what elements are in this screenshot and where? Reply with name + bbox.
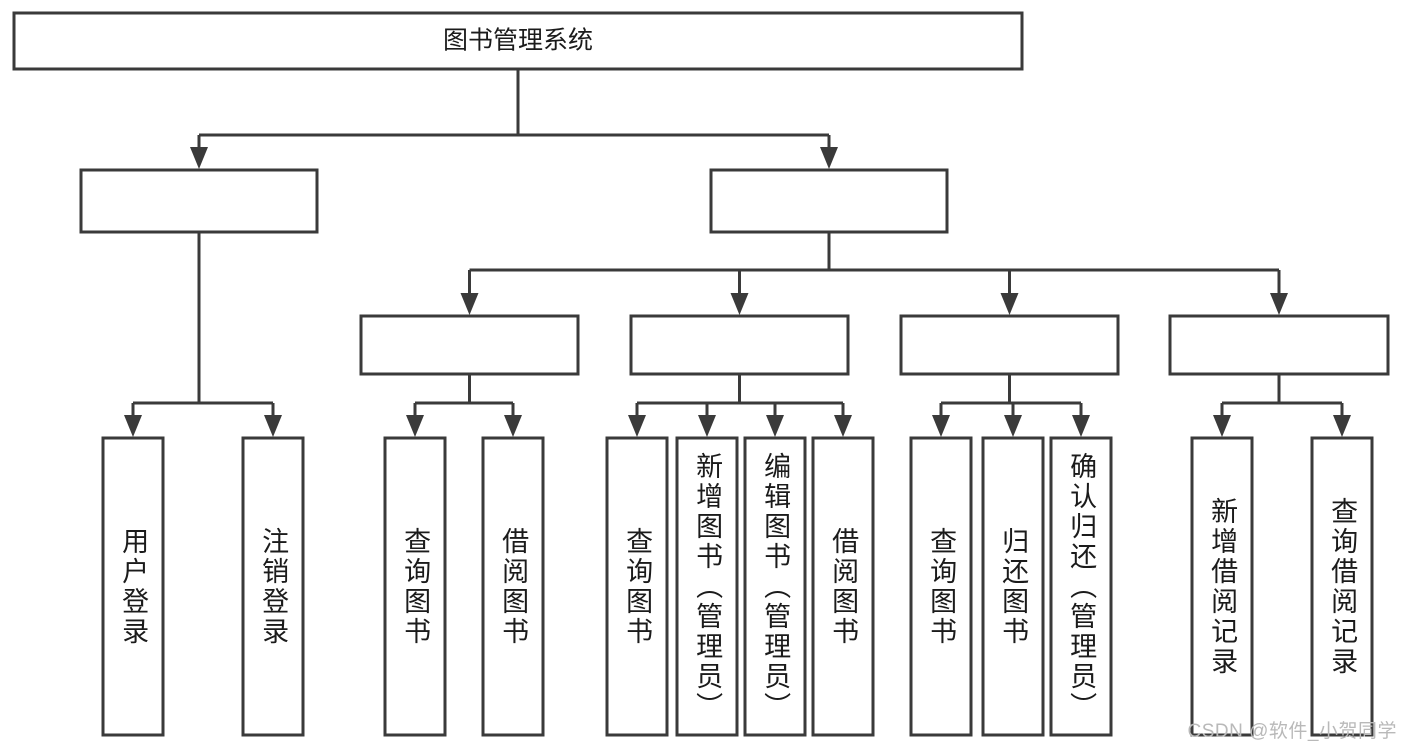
- leaf-box-leaf-borrow-book[interactable]: [811, 436, 875, 737]
- arrow-head-icon-book-borrow: [730, 293, 749, 315]
- arrow-head-icon-leaf-query-book-borrow: [628, 415, 646, 437]
- arrow-head-icon-leaf-query-book-recommend: [406, 415, 424, 437]
- node-box-book-manage[interactable]: [709, 168, 949, 234]
- arrow-head-icon-leaf-borrow-book-recommend: [504, 415, 522, 437]
- arrow-head-icon-leaf-add-borrow-record: [1213, 415, 1231, 437]
- leaf-box-leaf-return-book[interactable]: [981, 436, 1045, 737]
- leaf-box-leaf-query-book-recommend[interactable]: [383, 436, 447, 737]
- node-box-root[interactable]: [12, 11, 1024, 71]
- leaf-box-leaf-logout-login[interactable]: [241, 436, 305, 737]
- node-box-new-book-recommend[interactable]: [359, 314, 580, 376]
- arrow-head-icon-book-manage: [820, 147, 838, 169]
- arrow-head-icon-leaf-query-book-current: [932, 415, 950, 437]
- arrow-head-icon-user-login: [190, 147, 208, 169]
- arrow-head-icon-borrow-record: [1270, 293, 1288, 315]
- arrow-head-icon-leaf-user-login: [124, 415, 142, 437]
- box-label-layer: 图书管理系统: [443, 27, 593, 55]
- node-box-user-login[interactable]: [79, 168, 319, 234]
- arrow-head-icon-current-borrow: [1000, 293, 1019, 315]
- leaf-box-leaf-query-book-borrow[interactable]: [605, 436, 669, 737]
- leaf-box-leaf-confirm-return-admin[interactable]: [1049, 436, 1113, 737]
- node-box-borrow-record[interactable]: [1168, 314, 1390, 376]
- arrow-head-icon-leaf-return-book: [1004, 415, 1022, 437]
- node-box-book-borrow[interactable]: [629, 314, 850, 376]
- arrow-head-icon-leaf-add-book-admin: [698, 415, 716, 437]
- box-layer: [12, 11, 1390, 737]
- arrow-head-icon-new-book-recommend: [460, 293, 479, 315]
- connector-layer: [124, 69, 1351, 437]
- leaf-box-leaf-add-borrow-record[interactable]: [1190, 436, 1254, 737]
- arrow-head-icon-leaf-confirm-return-admin: [1072, 415, 1090, 437]
- arrow-head-icon-leaf-edit-book-admin: [766, 415, 784, 437]
- leaf-box-leaf-borrow-book-recommend[interactable]: [481, 436, 545, 737]
- label-root: 图书管理系统: [443, 27, 593, 55]
- leaf-box-leaf-edit-book-admin[interactable]: [743, 436, 807, 737]
- leaf-box-leaf-query-borrow-record[interactable]: [1310, 436, 1374, 737]
- arrow-head-icon-leaf-logout-login: [264, 415, 282, 437]
- leaf-box-leaf-add-book-admin[interactable]: [675, 436, 739, 737]
- node-box-current-borrow[interactable]: [899, 314, 1120, 376]
- leaf-box-leaf-user-login[interactable]: [101, 436, 165, 737]
- arrow-head-icon-leaf-query-borrow-record: [1333, 415, 1351, 437]
- leaf-box-leaf-query-book-current[interactable]: [909, 436, 973, 737]
- arrow-head-icon-leaf-borrow-book: [834, 415, 852, 437]
- watermark-text: CSDN @软件_小贺同学: [1187, 721, 1397, 742]
